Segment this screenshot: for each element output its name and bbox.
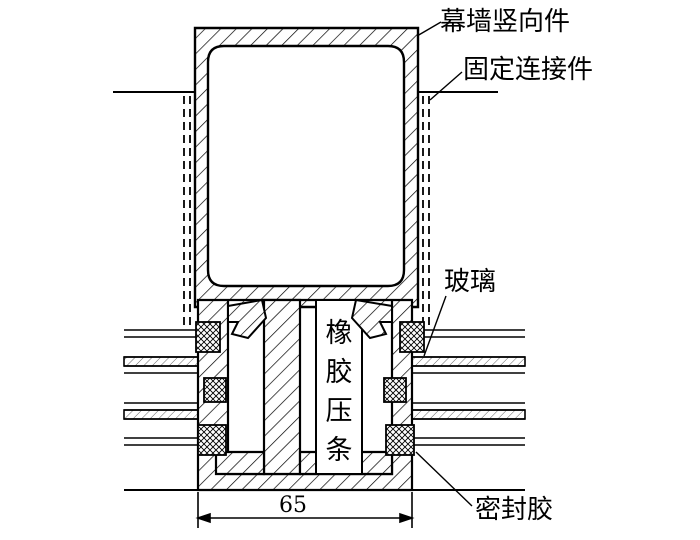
connector-label: 固定连接件: [463, 55, 593, 85]
sealing-gaskets: [195, 321, 425, 456]
dimension-line: [195, 492, 415, 528]
gasket-top-left: [195, 321, 221, 353]
mullion-label: 幕墙竖向件: [440, 7, 570, 37]
mullion-tube: [193, 26, 420, 309]
clip-fingers: [227, 298, 393, 340]
glass-pane-right-inner: [399, 402, 526, 446]
rubber-gasket-label: 橡 胶 压 条: [326, 318, 353, 466]
glass-pane-left-inner: [123, 402, 211, 446]
gasket-char: 条: [326, 435, 353, 466]
dimension-width-label: 65: [279, 493, 307, 518]
glass-pane-left-outer: [123, 329, 211, 374]
spacer-right: [383, 377, 407, 403]
sealant-label: 密封胶: [475, 495, 553, 525]
gasket-top-right: [399, 321, 425, 353]
gasket-char: 胶: [326, 357, 353, 388]
sealant-left: [197, 424, 227, 456]
leader-lines: [415, 21, 473, 507]
spacer-left: [203, 377, 227, 403]
gasket-char: 压: [326, 396, 353, 427]
sealant-right: [385, 424, 415, 456]
glass-label: 玻璃: [444, 267, 496, 297]
rubber-gasket-strip: [315, 299, 363, 475]
fixed-connector: [183, 96, 430, 330]
gasket-char: 橡: [326, 318, 353, 349]
glass-panes: [123, 329, 526, 446]
